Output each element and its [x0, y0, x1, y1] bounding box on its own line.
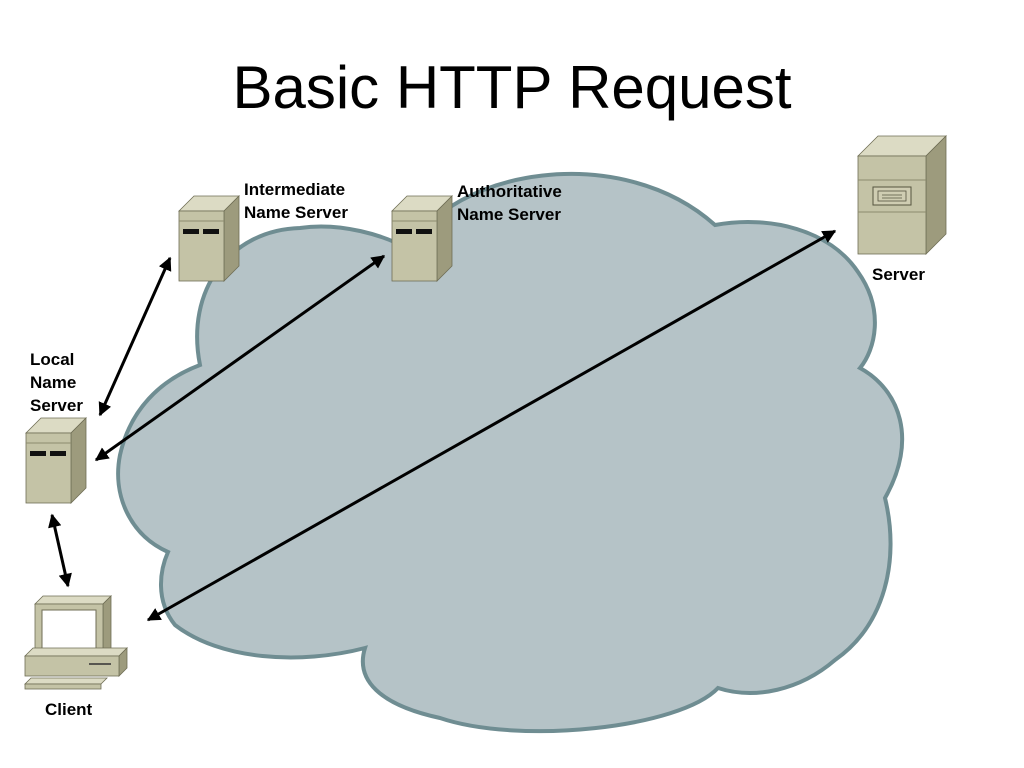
server-label: Server: [872, 265, 925, 284]
client-label: Client: [45, 700, 93, 719]
authoritative-name-server-icon: [391, 195, 453, 282]
local-name-server-label: Local Name Server: [30, 350, 83, 415]
slide-title: Basic HTTP Request: [232, 54, 792, 121]
local-name-server-icon: [25, 417, 87, 504]
intermediate-name-server-icon: [178, 195, 240, 282]
arrow-client-to-server: [146, 229, 837, 622]
web-server-icon: [857, 135, 947, 255]
authoritative-name-server-label: Authoritative Name Server: [457, 182, 562, 224]
arrow-local-to-client: [48, 513, 72, 588]
client-computer-icon: [24, 595, 128, 690]
intermediate-name-server-label: Intermediate Name Server: [244, 180, 348, 222]
